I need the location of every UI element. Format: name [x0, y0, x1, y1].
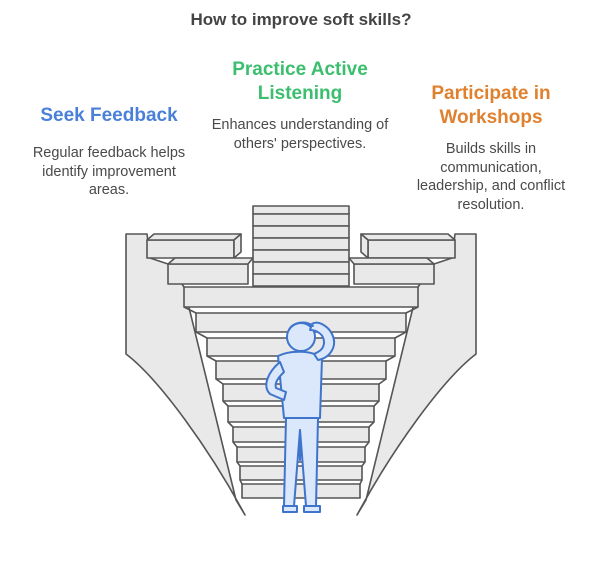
person-figure — [265, 321, 336, 513]
participate-workshops-description: Builds skills in communication, leadersh… — [416, 141, 566, 213]
left-stair-steps — [146, 233, 254, 285]
participate-workshops-title: Participate in Workshops — [431, 83, 551, 128]
seek-feedback-title: Seek Feedback — [40, 105, 178, 126]
diagram-title: How to improve soft skills? — [190, 10, 412, 29]
practice-listening-description: Enhances understanding of others' perspe… — [211, 117, 389, 152]
right-stair-steps — [348, 233, 456, 285]
center-stair-column — [252, 205, 350, 287]
practice-listening-title: Practice Active Listening — [232, 59, 368, 104]
seek-feedback-description: Regular feedback helps identify improvem… — [32, 145, 186, 198]
